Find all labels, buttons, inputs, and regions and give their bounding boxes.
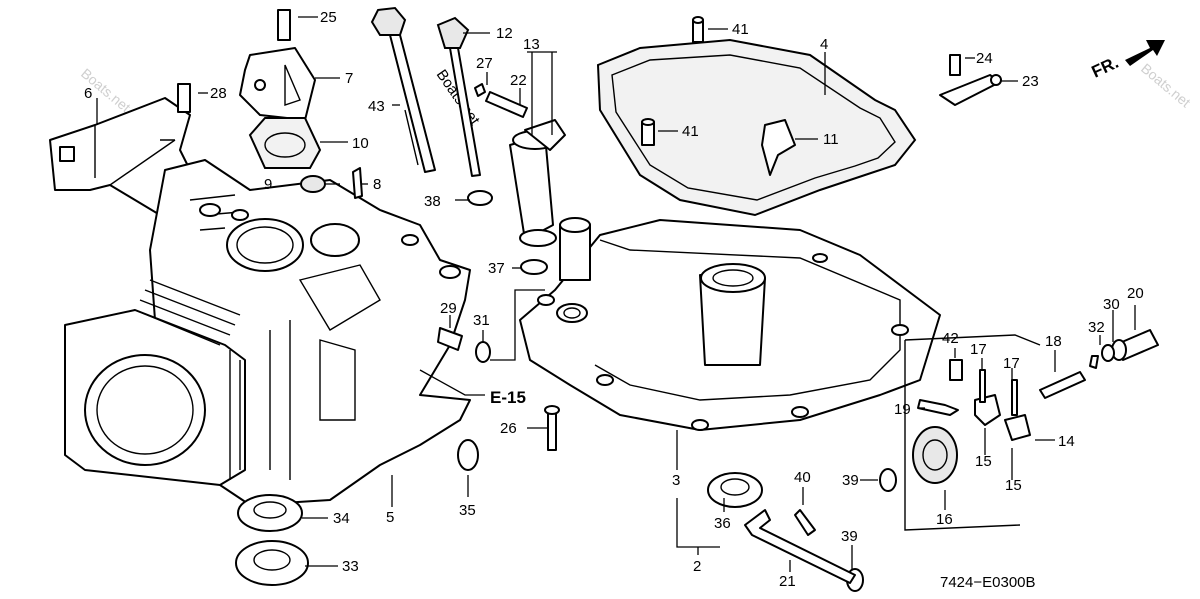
callout-16: 16 [936, 511, 953, 528]
callout-17a: 17 [970, 341, 987, 358]
leader-lines [96, 16, 1136, 572]
figure-code: 7424−E0300B [940, 574, 1036, 591]
front-label: FR. [1089, 53, 1122, 82]
callout-24: 24 [976, 50, 993, 67]
callout-41a: 41 [732, 21, 749, 38]
callout-29: 29 [440, 300, 457, 317]
callout-28: 28 [210, 85, 227, 102]
callout-7: 7 [345, 70, 353, 87]
part-7-breather-cover [239, 47, 316, 121]
part-10-breather-gasket [248, 117, 322, 169]
part-11-clip [761, 119, 796, 176]
callout-38: 38 [424, 193, 441, 210]
callouts: 25 28 6 7 10 9 8 43 12 13 27 22 38 37 41… [84, 9, 1144, 590]
callout-15a: 15 [975, 453, 992, 470]
part-5-cylinder-block [64, 159, 471, 506]
part-12-dipstick-cap [436, 16, 481, 177]
part-26-bolt [547, 409, 557, 451]
part-39a-washer [879, 468, 897, 492]
part-22-pin [485, 91, 528, 118]
callout-6: 6 [84, 85, 92, 102]
part-43-dipstick [370, 6, 436, 173]
part-13-filler-tube [509, 119, 566, 247]
part-30-washer [1101, 344, 1115, 362]
callout-15b: 15 [1005, 477, 1022, 494]
callout-26: 26 [500, 420, 517, 437]
callout-41b: 41 [682, 123, 699, 140]
part-27-bolt [474, 83, 486, 97]
front-arrow-icon [1125, 40, 1165, 66]
callout-27: 27 [476, 55, 493, 72]
part-38-oring [467, 190, 493, 206]
part-17a-pin [979, 369, 986, 403]
callout-14: 14 [1058, 433, 1075, 450]
part-42-bolt [949, 359, 963, 381]
watermark-ghost-right: Boats.net [1138, 60, 1194, 110]
part-15b-weight [1004, 414, 1031, 441]
callout-3: 3 [672, 472, 680, 489]
callout-30: 30 [1103, 296, 1120, 313]
part-31-washer [475, 341, 491, 363]
callout-42: 42 [942, 330, 959, 347]
part-34-seal [237, 494, 303, 532]
callout-4: 4 [820, 36, 828, 53]
callout-31: 31 [473, 312, 490, 329]
callout-32: 32 [1088, 319, 1105, 336]
callout-20: 20 [1127, 285, 1144, 302]
callout-13: 13 [523, 36, 540, 53]
part-29-plug [437, 327, 463, 351]
part-15a-weight [974, 394, 1001, 426]
callout-18: 18 [1045, 333, 1062, 350]
part-28-bolt [177, 83, 191, 113]
callout-43: 43 [368, 98, 385, 115]
part-36-seal [707, 472, 763, 508]
callout-33: 33 [342, 558, 359, 575]
callout-22: 22 [510, 72, 527, 89]
callout-36: 36 [714, 515, 731, 532]
callout-12: 12 [496, 25, 513, 42]
callout-35: 35 [459, 502, 476, 519]
callout-21: 21 [779, 573, 796, 590]
callout-39a: 39 [842, 472, 859, 489]
callout-17b: 17 [1003, 355, 1020, 372]
part-17b-pin [1011, 379, 1018, 416]
callout-19: 19 [894, 401, 911, 418]
part-16-gear [912, 426, 958, 484]
part-3-crankcase-cover [519, 217, 941, 431]
callout-34: 34 [333, 510, 350, 527]
part-4-gasket-inner [611, 54, 896, 201]
callout-10: 10 [352, 135, 369, 152]
part-19-arm [917, 399, 959, 416]
part-33-bearing [235, 540, 309, 586]
part-24-bolt [949, 54, 961, 76]
callout-11: 11 [823, 131, 839, 148]
callout-9: 9 [264, 176, 272, 193]
small-parts [177, 9, 1002, 363]
part-37-oring [520, 259, 548, 275]
part-25-bolt [277, 9, 291, 41]
part-9-plug [300, 175, 326, 193]
callout-40: 40 [794, 469, 811, 486]
callout-39b: 39 [841, 528, 858, 545]
part-35-seal [457, 439, 479, 471]
callout-23: 23 [1022, 73, 1039, 90]
lower-parts [235, 405, 897, 592]
section-ref-e15: E-15 [490, 388, 526, 407]
callout-2: 2 [693, 558, 701, 575]
part-8-clip [352, 167, 363, 199]
part-32-clip [1089, 355, 1099, 369]
part-14-bracket [904, 334, 1041, 531]
callout-5: 5 [386, 509, 394, 526]
governor-parts [904, 329, 1159, 531]
part-21-shaft [744, 509, 856, 584]
callout-25: 25 [320, 9, 337, 26]
part-40-pin [794, 509, 816, 536]
callout-37: 37 [488, 260, 505, 277]
part-18-shaft [1039, 371, 1086, 399]
callout-8: 8 [373, 176, 381, 193]
